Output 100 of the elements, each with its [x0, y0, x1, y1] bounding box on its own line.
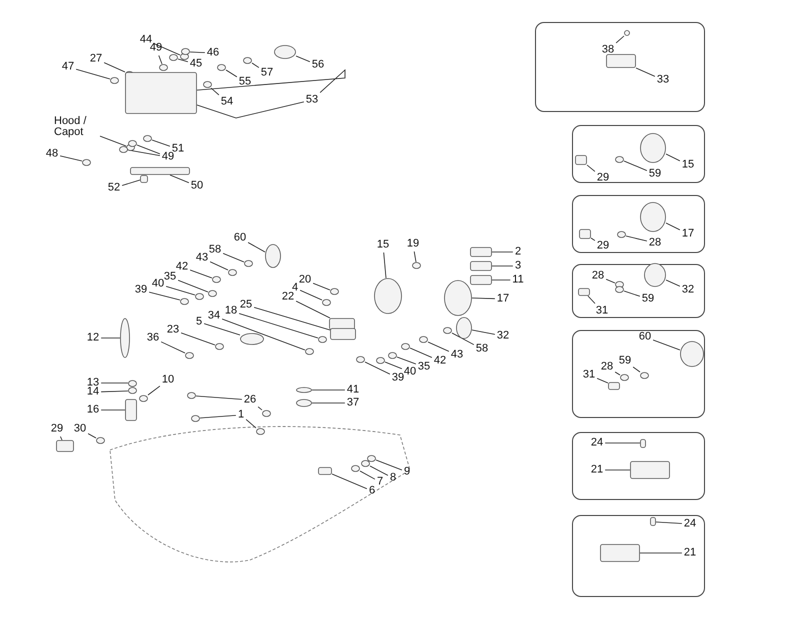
callout-number: 42: [434, 356, 446, 366]
callout-number: 18: [224, 306, 238, 316]
part-drawing: [82, 158, 91, 166]
leader-line: [148, 292, 180, 300]
callout-number: 52: [108, 182, 120, 194]
callout-number: 17: [682, 228, 694, 240]
callout-number: 28: [648, 238, 662, 248]
callout-number: 13: [86, 378, 100, 388]
leader-line: [296, 56, 310, 62]
part-drawing: [444, 280, 472, 316]
part-drawing: [140, 174, 148, 183]
leader-line: [258, 406, 262, 410]
callout-number: 7: [376, 476, 384, 488]
leader-line: [370, 466, 388, 476]
part-drawing: [419, 336, 428, 344]
callout-number: 29: [596, 172, 610, 184]
callout-number: 14: [86, 386, 100, 398]
part-drawing: [640, 438, 646, 448]
leader-line: [196, 69, 346, 93]
part-drawing: [401, 342, 410, 350]
leader-line: [100, 390, 128, 392]
callout-number: 35: [418, 362, 430, 372]
callout-number: 32: [496, 330, 510, 342]
callout-number: 17: [496, 294, 510, 304]
callout-number: 22: [282, 292, 294, 302]
leader-line: [254, 307, 330, 330]
part-drawing: [470, 261, 492, 271]
callout-number: 49: [150, 42, 162, 54]
leader-line: [636, 68, 656, 77]
leader-line: [472, 330, 496, 335]
leader-line: [204, 323, 240, 336]
part-drawing: [120, 318, 130, 358]
leader-line: [196, 102, 304, 118]
part-drawing: [256, 428, 265, 435]
leader-line: [360, 470, 376, 480]
part-drawing: [615, 286, 624, 293]
leader-line: [122, 180, 140, 186]
part-drawing: [361, 460, 370, 468]
leader-line: [604, 442, 640, 444]
callout-number: 20: [298, 274, 312, 286]
part-drawing: [470, 247, 492, 257]
part-drawing: [620, 374, 629, 382]
part-drawing: [119, 146, 128, 153]
part-drawing: [578, 288, 590, 296]
panel-frame: [572, 195, 705, 253]
part-drawing: [274, 44, 296, 58]
callout-number: 50: [190, 180, 204, 192]
callout-number: 40: [404, 366, 416, 378]
part-drawing: [367, 454, 376, 462]
part-drawing: [640, 132, 666, 162]
part-drawing: [296, 387, 312, 393]
leader-line: [148, 386, 160, 396]
leader-line: [312, 402, 346, 404]
callout-number: 15: [376, 240, 390, 250]
part-drawing: [644, 263, 666, 287]
leader-line: [166, 286, 196, 296]
callout-number: 43: [450, 350, 464, 360]
part-drawing: [262, 410, 271, 417]
leader-line: [76, 68, 110, 80]
part-drawing: [244, 260, 253, 268]
leader-line: [383, 252, 386, 278]
part-drawing: [318, 336, 327, 343]
leader-line: [624, 160, 648, 171]
leader-line: [190, 52, 206, 53]
callout-number: 47: [62, 62, 74, 72]
callout-number: 39: [134, 284, 148, 296]
callout-number: 8: [390, 472, 396, 484]
callout-number: 46: [206, 48, 220, 58]
leader-line: [88, 433, 96, 438]
part-drawing: [96, 437, 105, 444]
callout-number: 29: [596, 240, 610, 252]
part-drawing: [608, 382, 620, 390]
part-drawing: [630, 461, 670, 479]
part-drawing: [356, 356, 365, 364]
callout-number: 44: [140, 34, 152, 46]
leader-line: [364, 362, 390, 374]
callout-number: 56: [312, 60, 324, 70]
part-drawing: [388, 352, 397, 359]
callout-number: 36: [146, 332, 160, 344]
leader-line: [100, 136, 126, 146]
panel-frame: [572, 264, 705, 318]
panel-frame: [572, 432, 705, 500]
part-drawing: [228, 268, 237, 276]
leader-line: [586, 164, 596, 172]
part-drawing: [243, 56, 252, 64]
part-drawing: [128, 380, 137, 386]
part-drawing: [110, 76, 119, 84]
leader-line: [414, 251, 416, 262]
callout-number: 31: [596, 306, 608, 316]
part-drawing: [305, 348, 314, 356]
callout-number: 19: [406, 238, 420, 250]
callout-number: 42: [176, 262, 188, 272]
leader-line: [384, 362, 402, 370]
part-drawing: [128, 140, 137, 147]
leader-line: [178, 280, 208, 292]
leader-line: [246, 419, 256, 428]
part-drawing: [202, 81, 212, 88]
part-drawing: [215, 343, 224, 350]
part-drawing: [640, 372, 649, 379]
callout-number: 9: [404, 466, 410, 478]
